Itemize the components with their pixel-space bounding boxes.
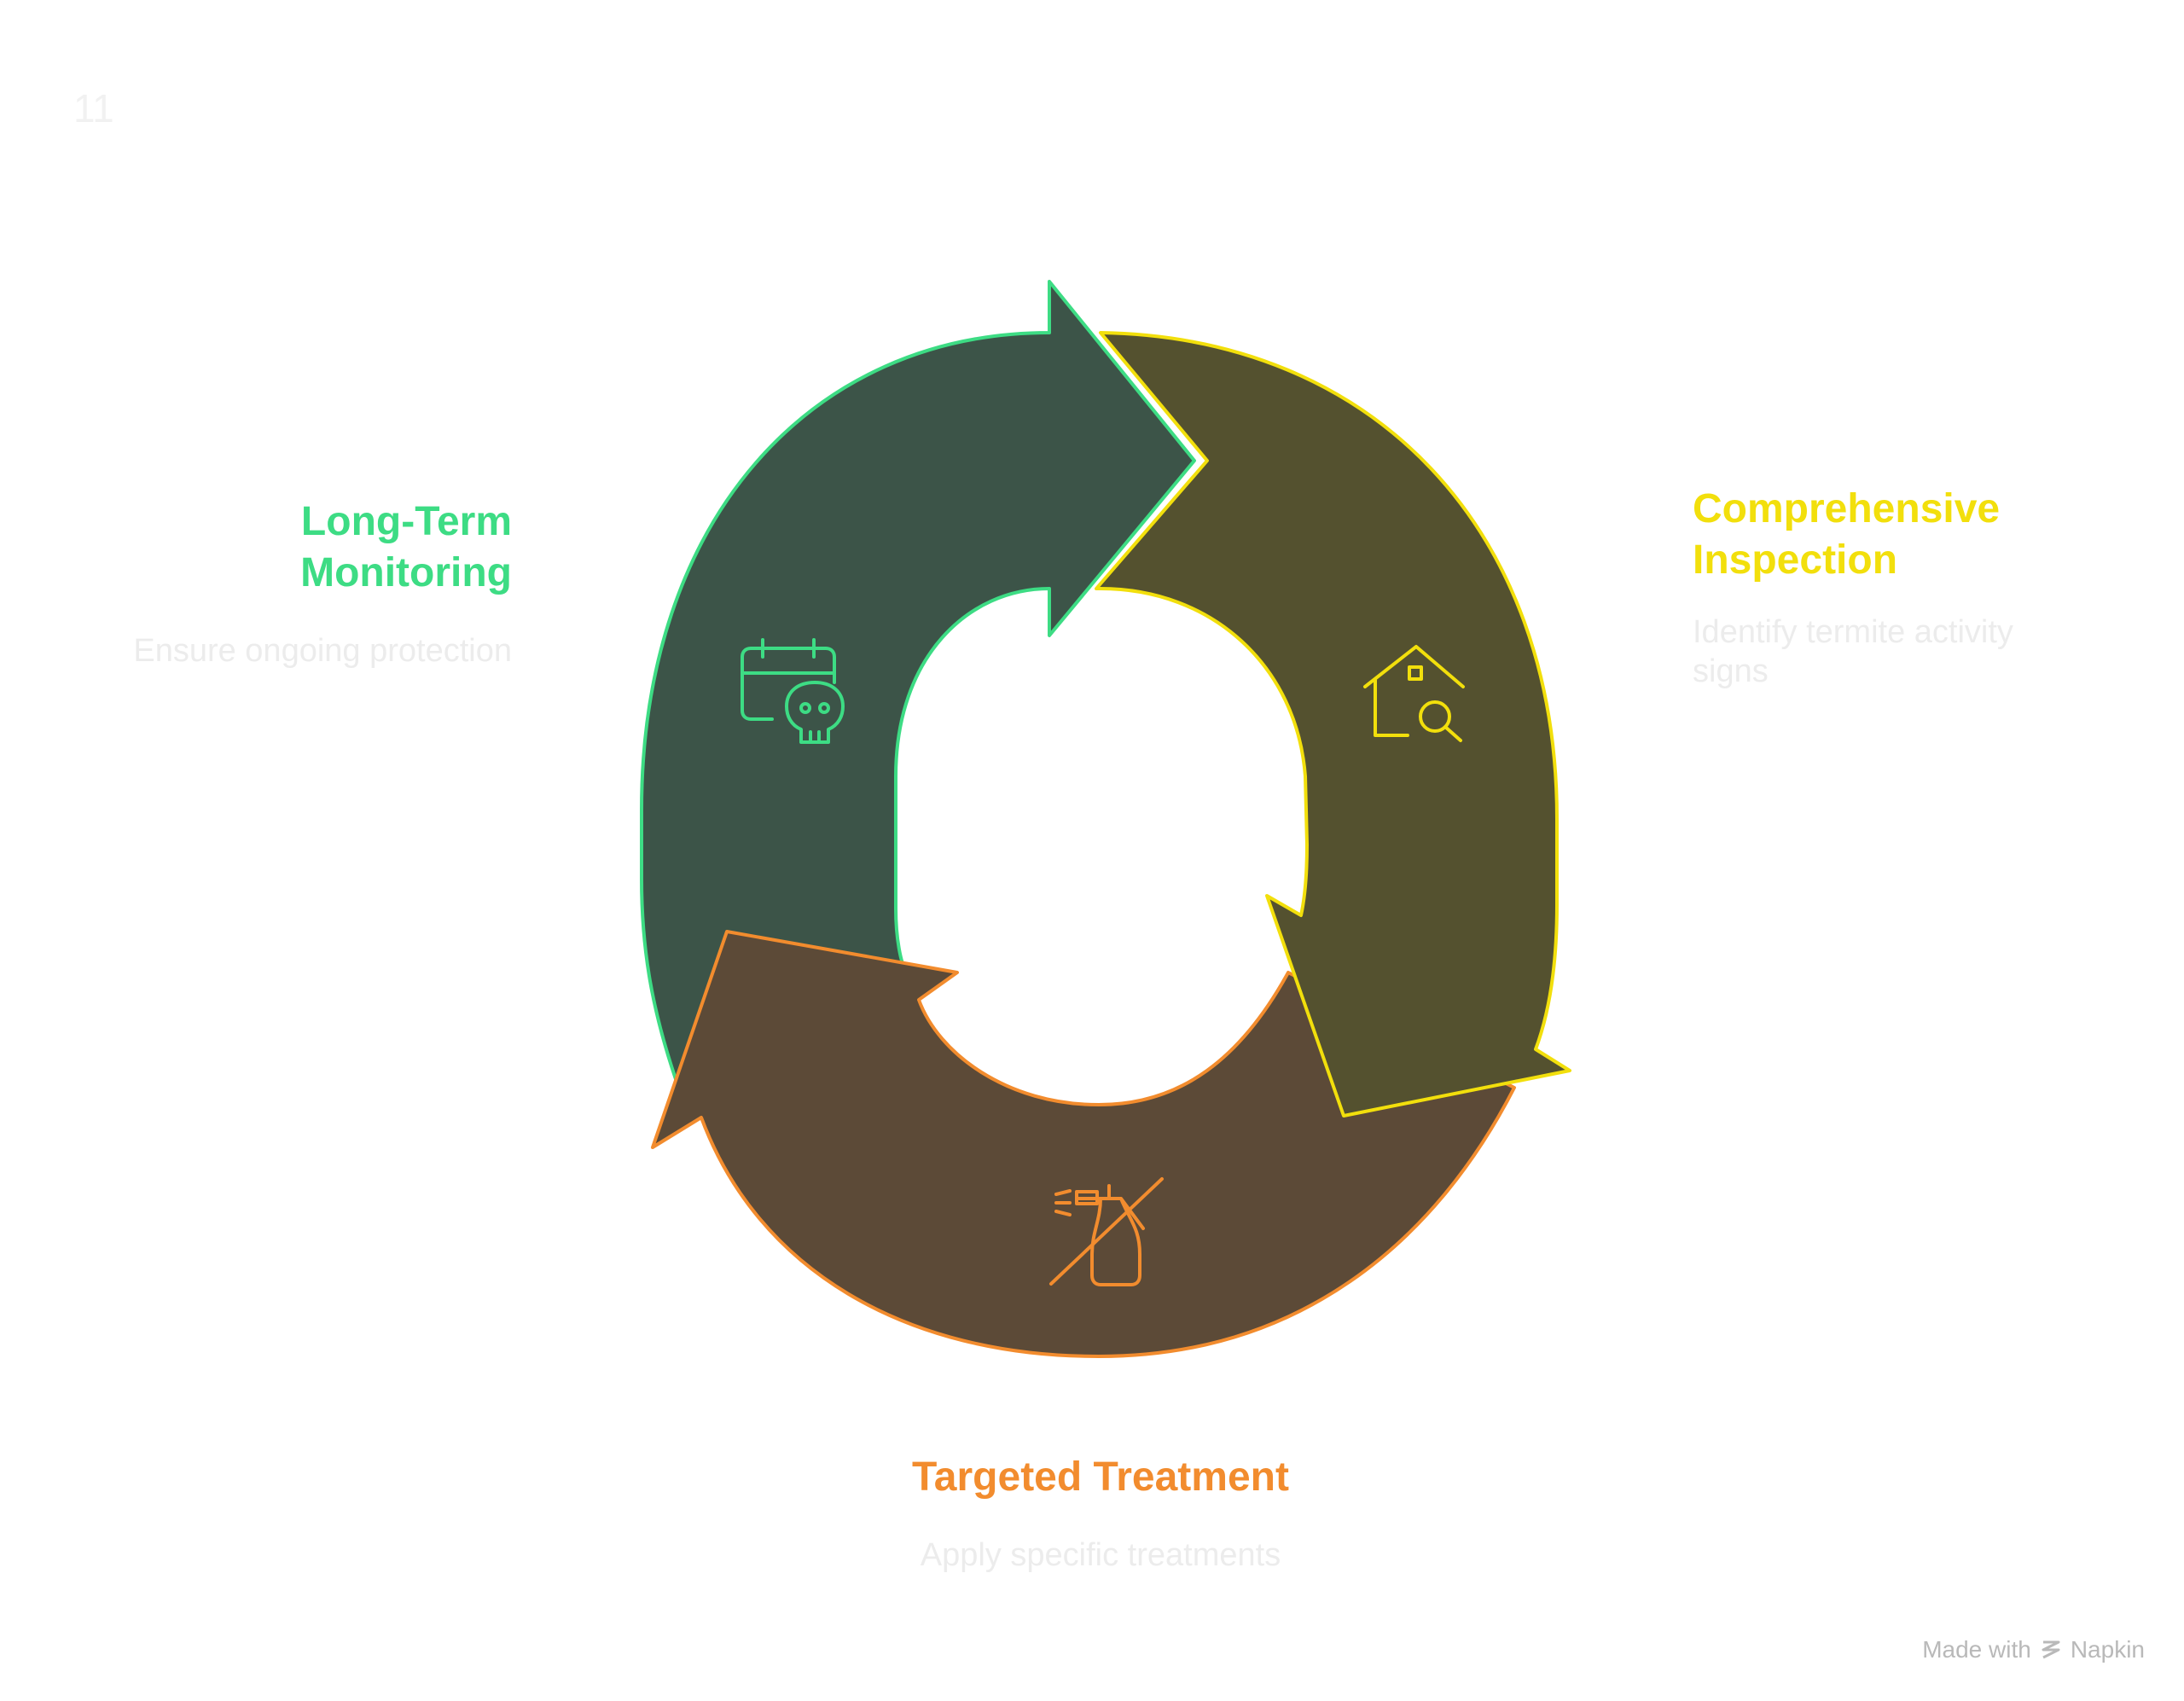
step-description-monitoring: Ensure ongoing protection: [133, 633, 512, 669]
calendar-skull-icon: [741, 638, 845, 744]
cycle-arrow-monitoring: [640, 280, 1196, 1081]
step-description-inspection: Identify termite activity signs: [1693, 614, 2013, 689]
step-title-monitoring: Long-Term Monitoring: [300, 499, 512, 595]
step-title-treatment: Targeted Treatment: [912, 1454, 1289, 1500]
napkin-logo-icon: [2042, 1640, 2060, 1659]
napkin-brand-label: Napkin: [2070, 1636, 2145, 1663]
made-with-label: Made with: [1922, 1636, 2031, 1663]
cycle-arrow-treatment: [651, 930, 1516, 1358]
step-title-inspection: Comprehensive Inspection: [1693, 486, 2001, 583]
made-with-napkin-badge[interactable]: Made with Napkin: [1922, 1636, 2145, 1663]
house-search-icon: [1363, 645, 1465, 742]
cycle-arrow-inspection: [1095, 331, 1571, 1118]
step-description-treatment: Apply specific treatments: [920, 1537, 1281, 1573]
page-number: 11: [73, 86, 114, 131]
spray-bottle-slash-icon: [1049, 1177, 1164, 1286]
